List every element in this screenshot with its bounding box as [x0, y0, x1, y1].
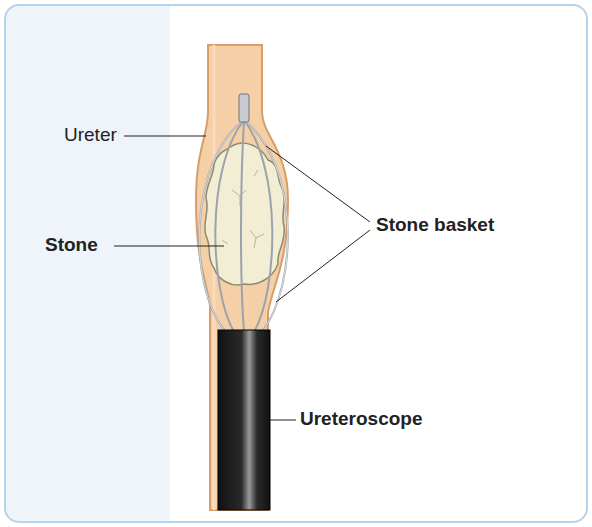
leader-lines	[114, 136, 370, 420]
part-label: Ureter	[64, 124, 117, 147]
stone-texture	[222, 170, 264, 248]
part-label: Stone	[45, 234, 98, 257]
ureteroscope	[218, 330, 270, 510]
part-label: Ureteroscope	[300, 408, 423, 431]
ureter-shade	[213, 45, 216, 510]
panel-strip	[5, 5, 170, 522]
ureter	[196, 45, 288, 510]
part-label: Stone basket	[376, 214, 494, 237]
basket-tip	[239, 94, 249, 122]
panel-border	[5, 5, 587, 522]
panel	[5, 5, 587, 522]
